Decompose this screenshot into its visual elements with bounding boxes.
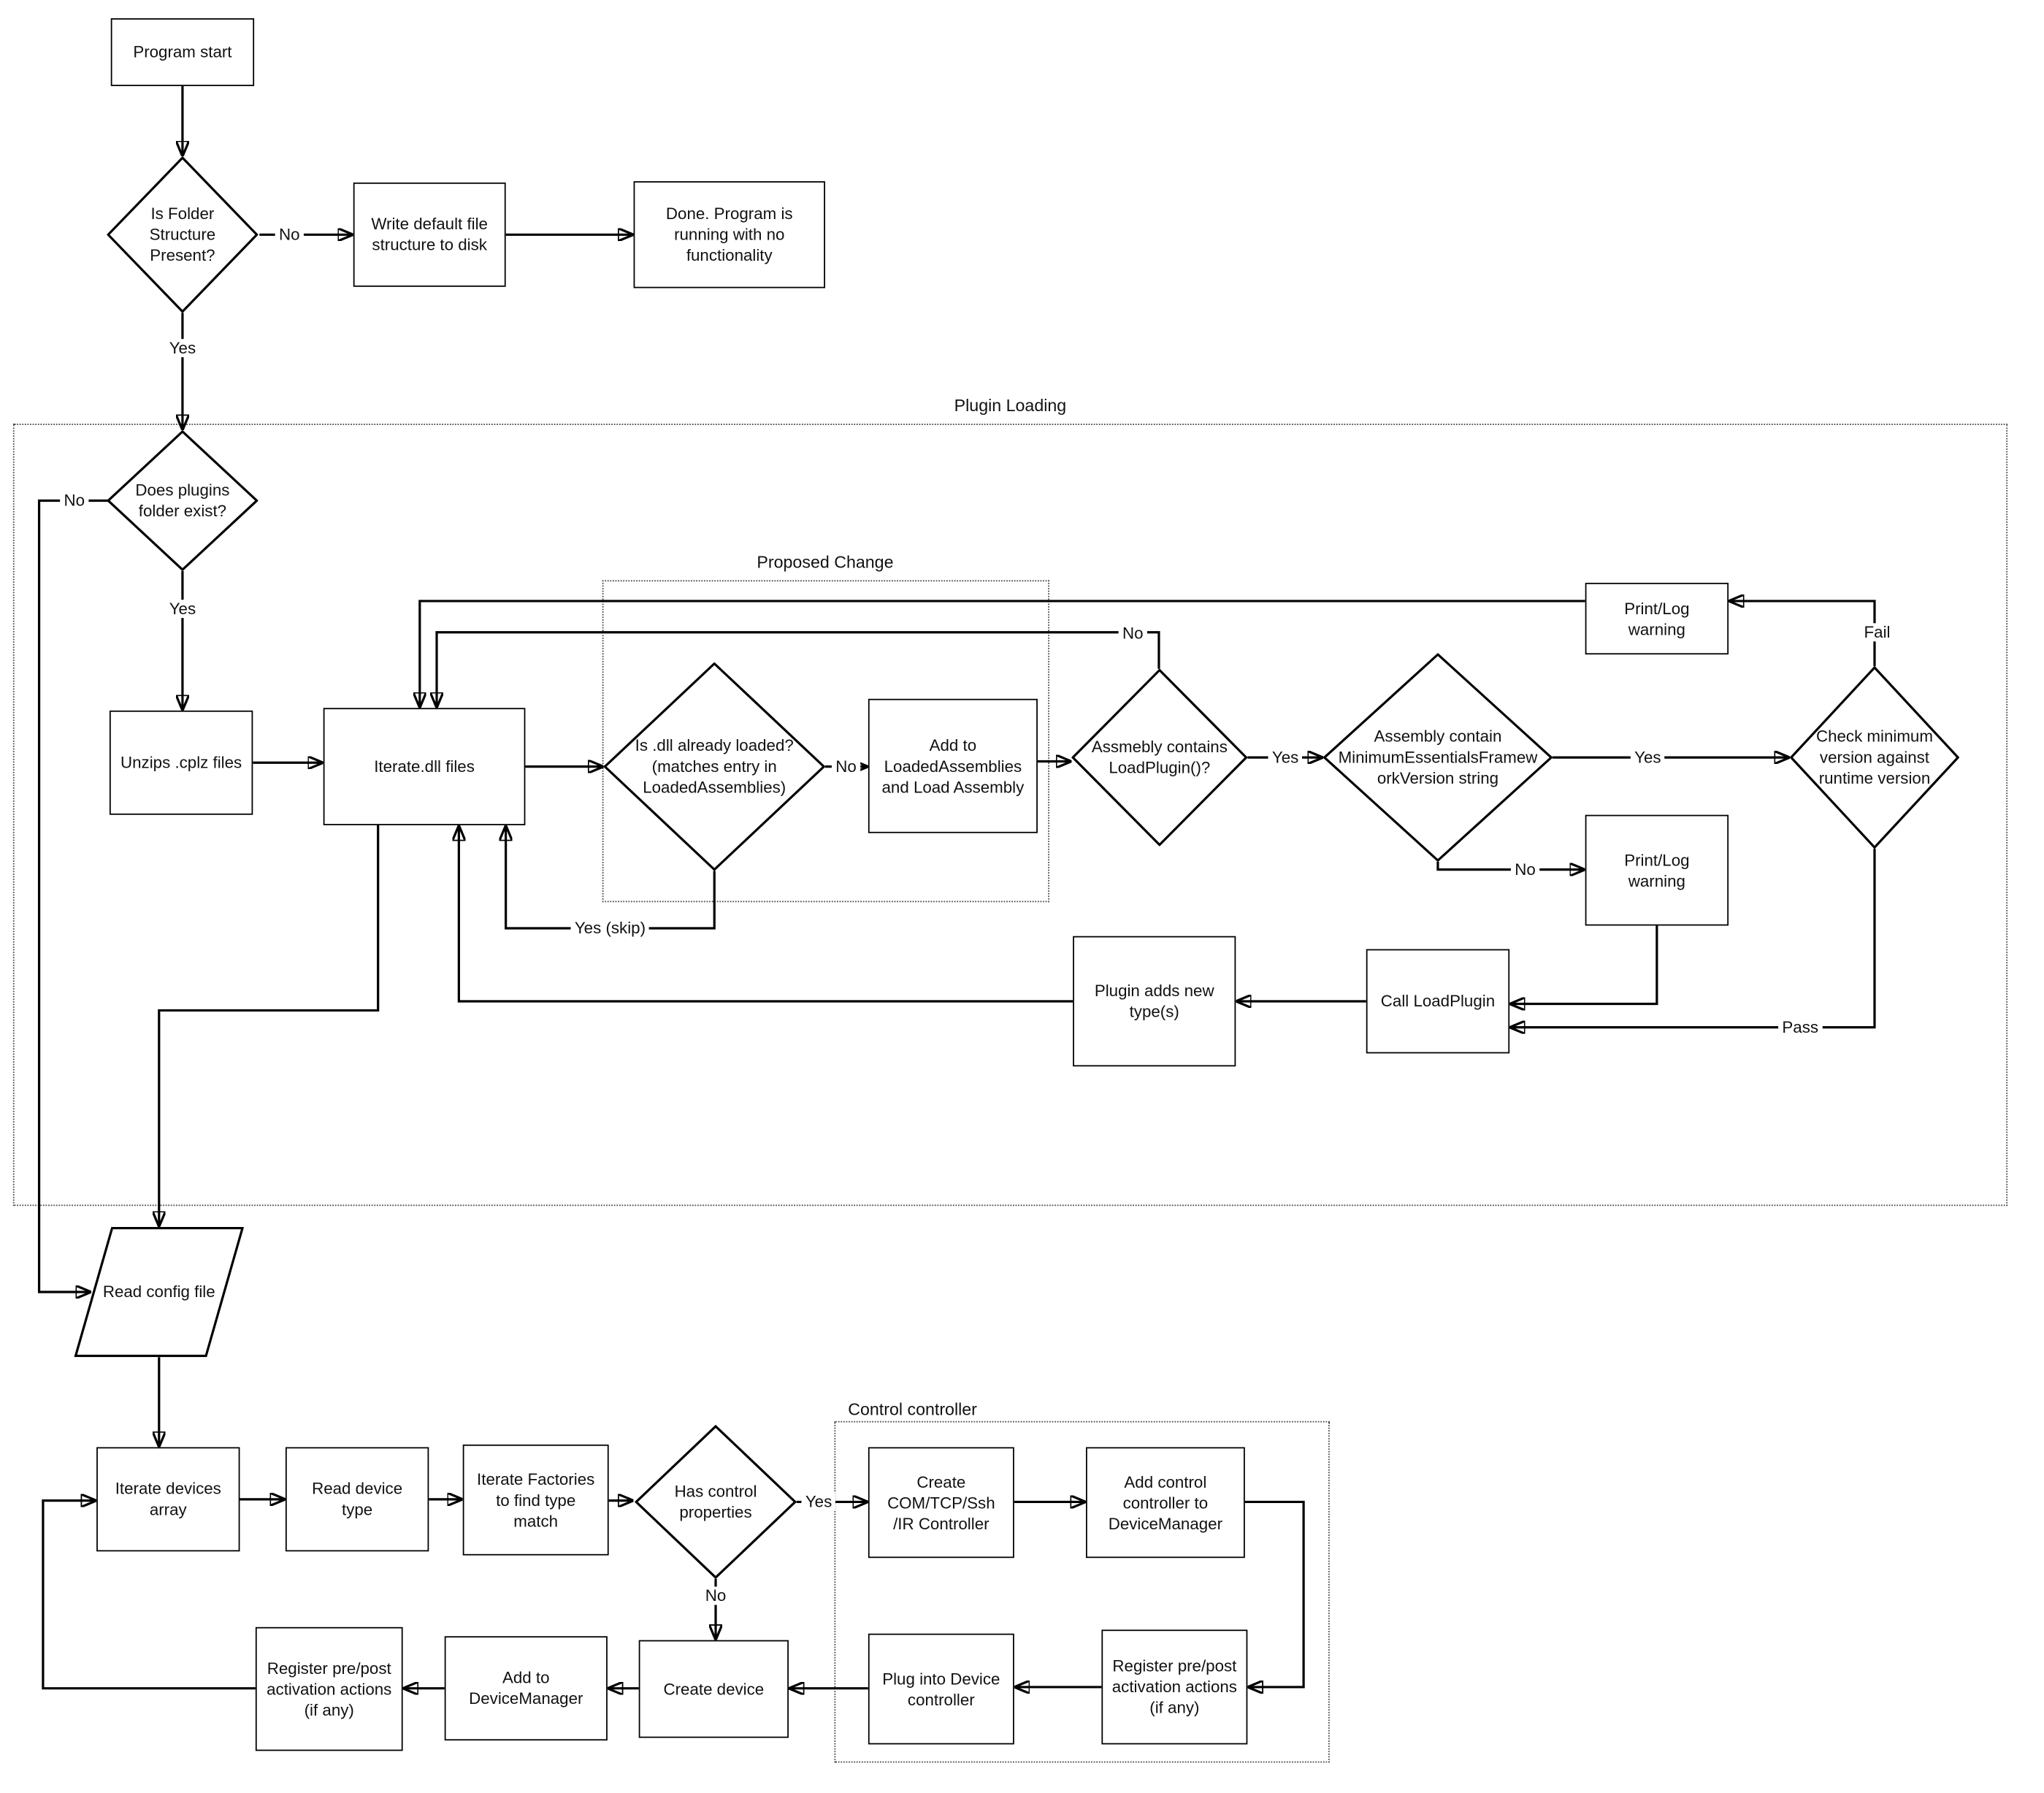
node-label: Plug into Device controller <box>882 1669 1000 1709</box>
node-label: Plugin adds new type(s) <box>1094 982 1214 1021</box>
proposed-change-label: Proposed Change <box>753 551 897 572</box>
parallelogram-shape <box>74 1226 244 1358</box>
node-label: Read device type <box>312 1480 403 1519</box>
node-call-loadplugin: Call LoadPlugin <box>1366 949 1510 1054</box>
control-controller-label: Control controller <box>843 1399 981 1420</box>
node-label: Iterate.dll files <box>374 757 475 776</box>
edge-label-dll-yes-skip: Yes (skip) <box>570 919 650 938</box>
plugin-loading-container <box>12 424 2008 1207</box>
edge-label-control-no: No <box>701 1586 730 1605</box>
node-label: Add control controller to DeviceManager <box>1108 1472 1223 1533</box>
node-label: Does plugins folder exist? <box>135 481 230 521</box>
node-label: Iterate Factories to find type match <box>477 1469 595 1530</box>
node-done-no-functionality: Done. Program is running with no functio… <box>633 181 825 288</box>
node-iterate-dll-files: Iterate.dll files <box>323 708 526 825</box>
node-add-to-loaded-assemblies: Add to LoadedAssemblies and Load Assembl… <box>868 698 1038 833</box>
edge-label-loadplugin-yes: Yes <box>1268 748 1303 767</box>
node-has-control-decision: Has control properties <box>635 1425 797 1579</box>
edge-label-loadplugin-no: No <box>1118 624 1147 643</box>
node-folder-structure-decision: Is Folder Structure Present? <box>107 156 259 313</box>
diamond-shape <box>635 1425 797 1579</box>
node-label: Create device <box>663 1680 765 1699</box>
node-label: Read config file <box>102 1282 215 1301</box>
edge-label-minversion-yes: Yes <box>1630 748 1665 767</box>
edge-label-dll-no: No <box>831 757 861 776</box>
node-label: Has control properties <box>674 1482 757 1522</box>
node-print-log-warning-top: Print/Log warning <box>1585 582 1729 655</box>
node-label: Check minimum version against runtime ve… <box>1815 727 1933 788</box>
node-minversion-string-decision: Assembly contain MinimumEssentialsFramew… <box>1323 653 1553 862</box>
node-read-config-file: Read config file <box>74 1226 244 1358</box>
diamond-shape <box>107 430 259 571</box>
node-loadplugin-decision: Assmebly contains LoadPlugin()? <box>1071 668 1248 846</box>
node-label: Add to DeviceManager <box>469 1668 583 1708</box>
node-register-actions-right: Register pre/post activation actions (if… <box>1101 1629 1248 1745</box>
node-label: Assembly contain MinimumEssentialsFramew… <box>1338 727 1538 788</box>
diamond-shape <box>1071 668 1248 846</box>
edge-label-plugins-no: No <box>60 491 89 510</box>
node-label: Iterate devices array <box>115 1480 221 1519</box>
node-read-device-type: Read device type <box>285 1447 429 1552</box>
node-label: Call LoadPlugin <box>1380 992 1496 1011</box>
node-label: Is .dll already loaded? (matches entry i… <box>635 736 794 797</box>
node-label: Register pre/post activation actions (if… <box>267 1659 392 1719</box>
node-label: Unzips .cplz files <box>120 753 242 772</box>
edge-label-fail: Fail <box>1860 623 1894 642</box>
node-program-start: Program start <box>110 18 255 86</box>
node-unzip-cplz: Unzips .cplz files <box>109 710 253 815</box>
node-plugin-adds-types: Plugin adds new type(s) <box>1073 936 1236 1067</box>
node-plugins-folder-decision: Does plugins folder exist? <box>107 430 259 571</box>
control-controller-container <box>834 1421 1330 1763</box>
plugin-loading-label: Plugin Loading <box>950 395 1071 416</box>
node-add-control-controller: Add control controller to DeviceManager <box>1085 1447 1245 1559</box>
edge-label-minversion-no: No <box>1510 860 1540 879</box>
edge-label-folder-no: No <box>275 225 304 244</box>
node-register-actions-left: Register pre/post activation actions (if… <box>255 1626 403 1751</box>
node-iterate-factories: Iterate Factories to find type match <box>462 1444 609 1556</box>
edge-label-pass: Pass <box>1778 1018 1823 1037</box>
edge-label-plugins-yes: Yes <box>165 600 200 619</box>
node-write-default-structure: Write default file structure to disk <box>353 182 506 287</box>
node-label: Assmebly contains LoadPlugin()? <box>1091 738 1228 777</box>
diamond-shape <box>107 156 259 313</box>
node-iterate-devices-array: Iterate devices array <box>96 1447 240 1552</box>
node-add-to-devicemanager: Add to DeviceManager <box>444 1636 608 1741</box>
edge-label-control-yes: Yes <box>801 1492 836 1511</box>
node-create-controller: Create COM/TCP/Ssh /IR Controller <box>868 1447 1014 1559</box>
node-label: Is Folder Structure Present? <box>149 204 216 265</box>
node-label: Add to LoadedAssemblies and Load Assembl… <box>881 735 1025 796</box>
node-label: Print/Log warning <box>1624 850 1690 890</box>
node-dll-loaded-decision: Is .dll already loaded? (matches entry i… <box>603 662 825 871</box>
diamond-shape <box>1789 666 1960 849</box>
node-check-min-version-decision: Check minimum version against runtime ve… <box>1789 666 1960 849</box>
node-label: Program start <box>133 42 232 61</box>
node-label: Create COM/TCP/Ssh /IR Controller <box>887 1472 995 1533</box>
node-create-device: Create device <box>638 1640 789 1738</box>
edge-label-folder-yes: Yes <box>165 339 200 358</box>
node-plug-into-device-controller: Plug into Device controller <box>868 1633 1014 1745</box>
node-label: Done. Program is running with no functio… <box>665 204 793 265</box>
node-label: Register pre/post activation actions (if… <box>1111 1656 1237 1717</box>
node-print-log-warning-mid: Print/Log warning <box>1585 814 1729 926</box>
node-label: Print/Log warning <box>1624 599 1690 638</box>
node-label: Write default file structure to disk <box>371 215 488 255</box>
